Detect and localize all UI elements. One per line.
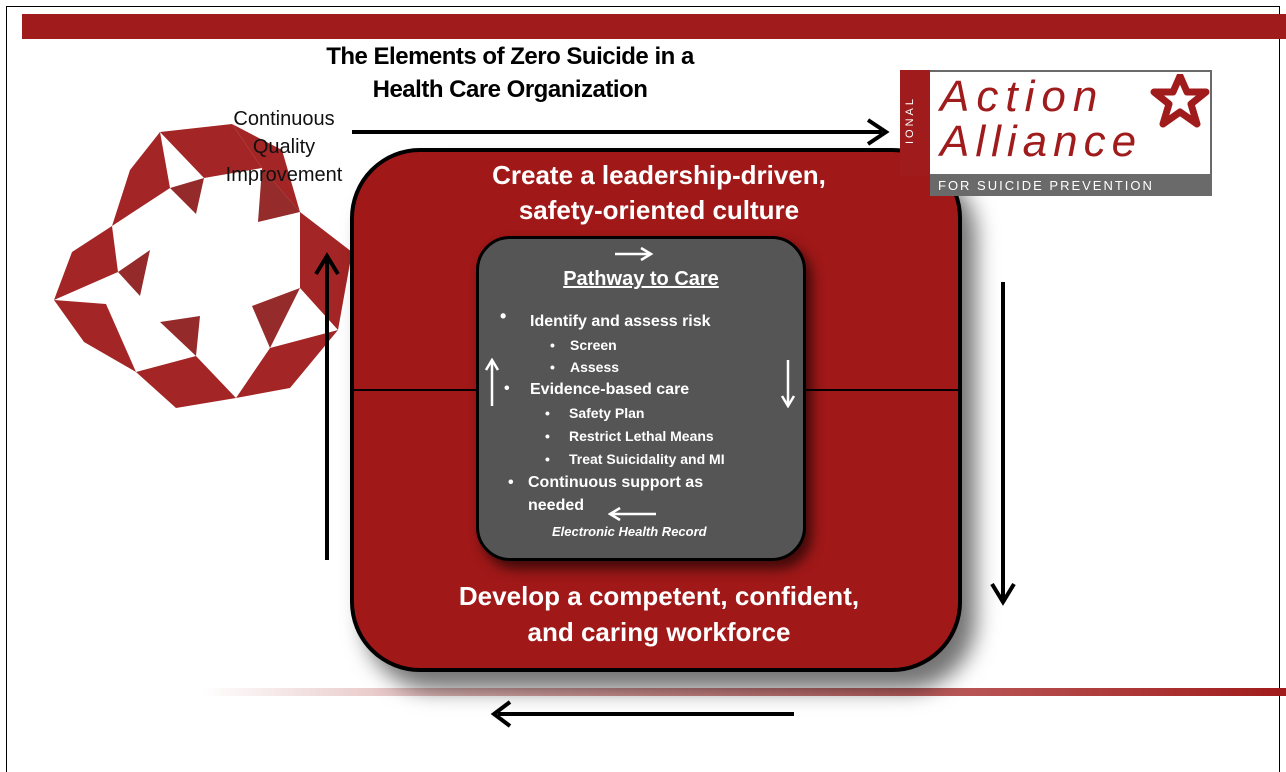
pathway-evidence-item: Treat Suicidality and MI: [569, 451, 725, 467]
title-line-1: The Elements of Zero Suicide in a: [326, 43, 694, 70]
pathway-support-line-2: needed: [528, 497, 585, 514]
page-title: The Elements of Zero Suicide in a Health…: [250, 40, 770, 106]
bullet-icon: •: [500, 306, 507, 326]
pathway-identify-item: Screen: [570, 337, 617, 353]
workforce-line-1: Develop a competent, confident,: [458, 581, 860, 611]
arrow-up-icon: [314, 252, 340, 560]
bullet-icon: •: [545, 405, 550, 421]
pathway-identify: Identify and assess risk: [530, 313, 711, 330]
inner-arrow-up-icon: [484, 358, 500, 406]
pathway-evidence: Evidence-based care: [530, 381, 690, 398]
star-logo-icon: [54, 124, 352, 408]
bullet-icon: •: [550, 337, 555, 353]
arrow-right-icon: [352, 118, 890, 146]
bottom-accent-line: [200, 688, 1286, 696]
culture-line-2: safety-oriented culture: [518, 195, 800, 225]
workforce-text: Develop a competent, confident, and cari…: [404, 578, 914, 650]
pathway-evidence-item: Safety Plan: [569, 405, 645, 421]
cycle-label-line-1: Continuous: [233, 108, 335, 130]
pathway-identify-item: Assess: [570, 359, 620, 375]
bullet-icon: •: [545, 451, 550, 467]
pathway-box: [476, 236, 806, 561]
logo-word-alliance: Alliance: [940, 117, 1143, 166]
inner-arrow-right-icon: [615, 246, 654, 262]
logo-strip-text: IONAL: [904, 96, 916, 145]
logo-strip: [900, 70, 930, 176]
cycle-label-line-2: Quality: [252, 136, 316, 158]
pathway-ehr: Electronic Health Record: [552, 524, 707, 539]
top-banner: [22, 14, 1286, 39]
bullet-icon: •: [545, 428, 550, 444]
bullet-icon: •: [508, 474, 514, 491]
bullet-icon: •: [504, 380, 510, 397]
inner-arrow-left-icon: [608, 506, 656, 522]
slide-frame: [6, 6, 1280, 772]
pathway-support-line-1: Continuous support as: [528, 474, 704, 491]
cycle-label: Continuous Quality Improvement: [196, 105, 372, 189]
bullet-icon: •: [550, 359, 555, 375]
culture-line-1: Create a leadership-driven,: [492, 160, 826, 190]
logo-word-action: Action: [940, 72, 1105, 121]
workforce-line-2: and caring workforce: [527, 617, 791, 647]
title-line-2: Health Care Organization: [372, 76, 648, 103]
arrow-left-icon: [490, 700, 794, 728]
cycle-label-line-3: Improvement: [225, 164, 343, 186]
logo-star-icon: [1150, 74, 1210, 128]
culture-text: Create a leadership-driven, safety-orien…: [404, 158, 914, 228]
inner-arrow-down-icon: [780, 360, 796, 408]
pathway-title: Pathway to Care: [563, 268, 719, 290]
arrow-down-icon: [990, 282, 1016, 606]
logo-subtitle: FOR SUICIDE PREVENTION: [930, 176, 1212, 196]
pathway-evidence-item: Restrict Lethal Means: [569, 428, 714, 444]
